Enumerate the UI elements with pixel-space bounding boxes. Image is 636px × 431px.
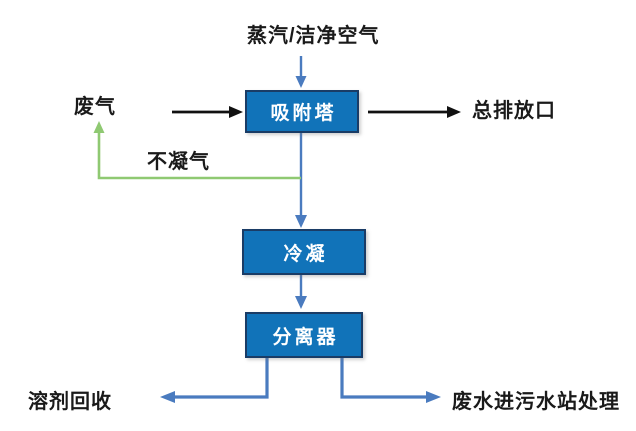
solvent-recovery-label: 溶剂回收 [28, 391, 112, 413]
adsorption-to-condenser-arrow [295, 133, 307, 228]
condenser-to-separator-arrow [295, 275, 307, 309]
waste-gas-label: 废气 [74, 96, 116, 118]
noncondensable-gas-label: 不凝气 [147, 151, 210, 173]
adsorption-tower-node: 吸附塔 [245, 90, 359, 133]
separator-to-wastewater-arrow [340, 356, 441, 403]
steam-clean-air-label: 蒸汽/洁净空气 [247, 25, 380, 47]
separator-node: 分离器 [245, 312, 363, 358]
noncondensable-recycle-arrow [93, 121, 301, 180]
steam-inlet-arrow [295, 56, 307, 88]
separator-to-solvent-arrow [160, 356, 269, 403]
waste-gas-inlet-arrow [172, 106, 243, 118]
wastewater-treatment-label: 废水进污水站处理 [452, 391, 620, 413]
condenser-node: 冷凝 [242, 229, 366, 275]
main-outlet-label: 总排放口 [472, 100, 556, 122]
outlet-arrow [368, 106, 461, 118]
